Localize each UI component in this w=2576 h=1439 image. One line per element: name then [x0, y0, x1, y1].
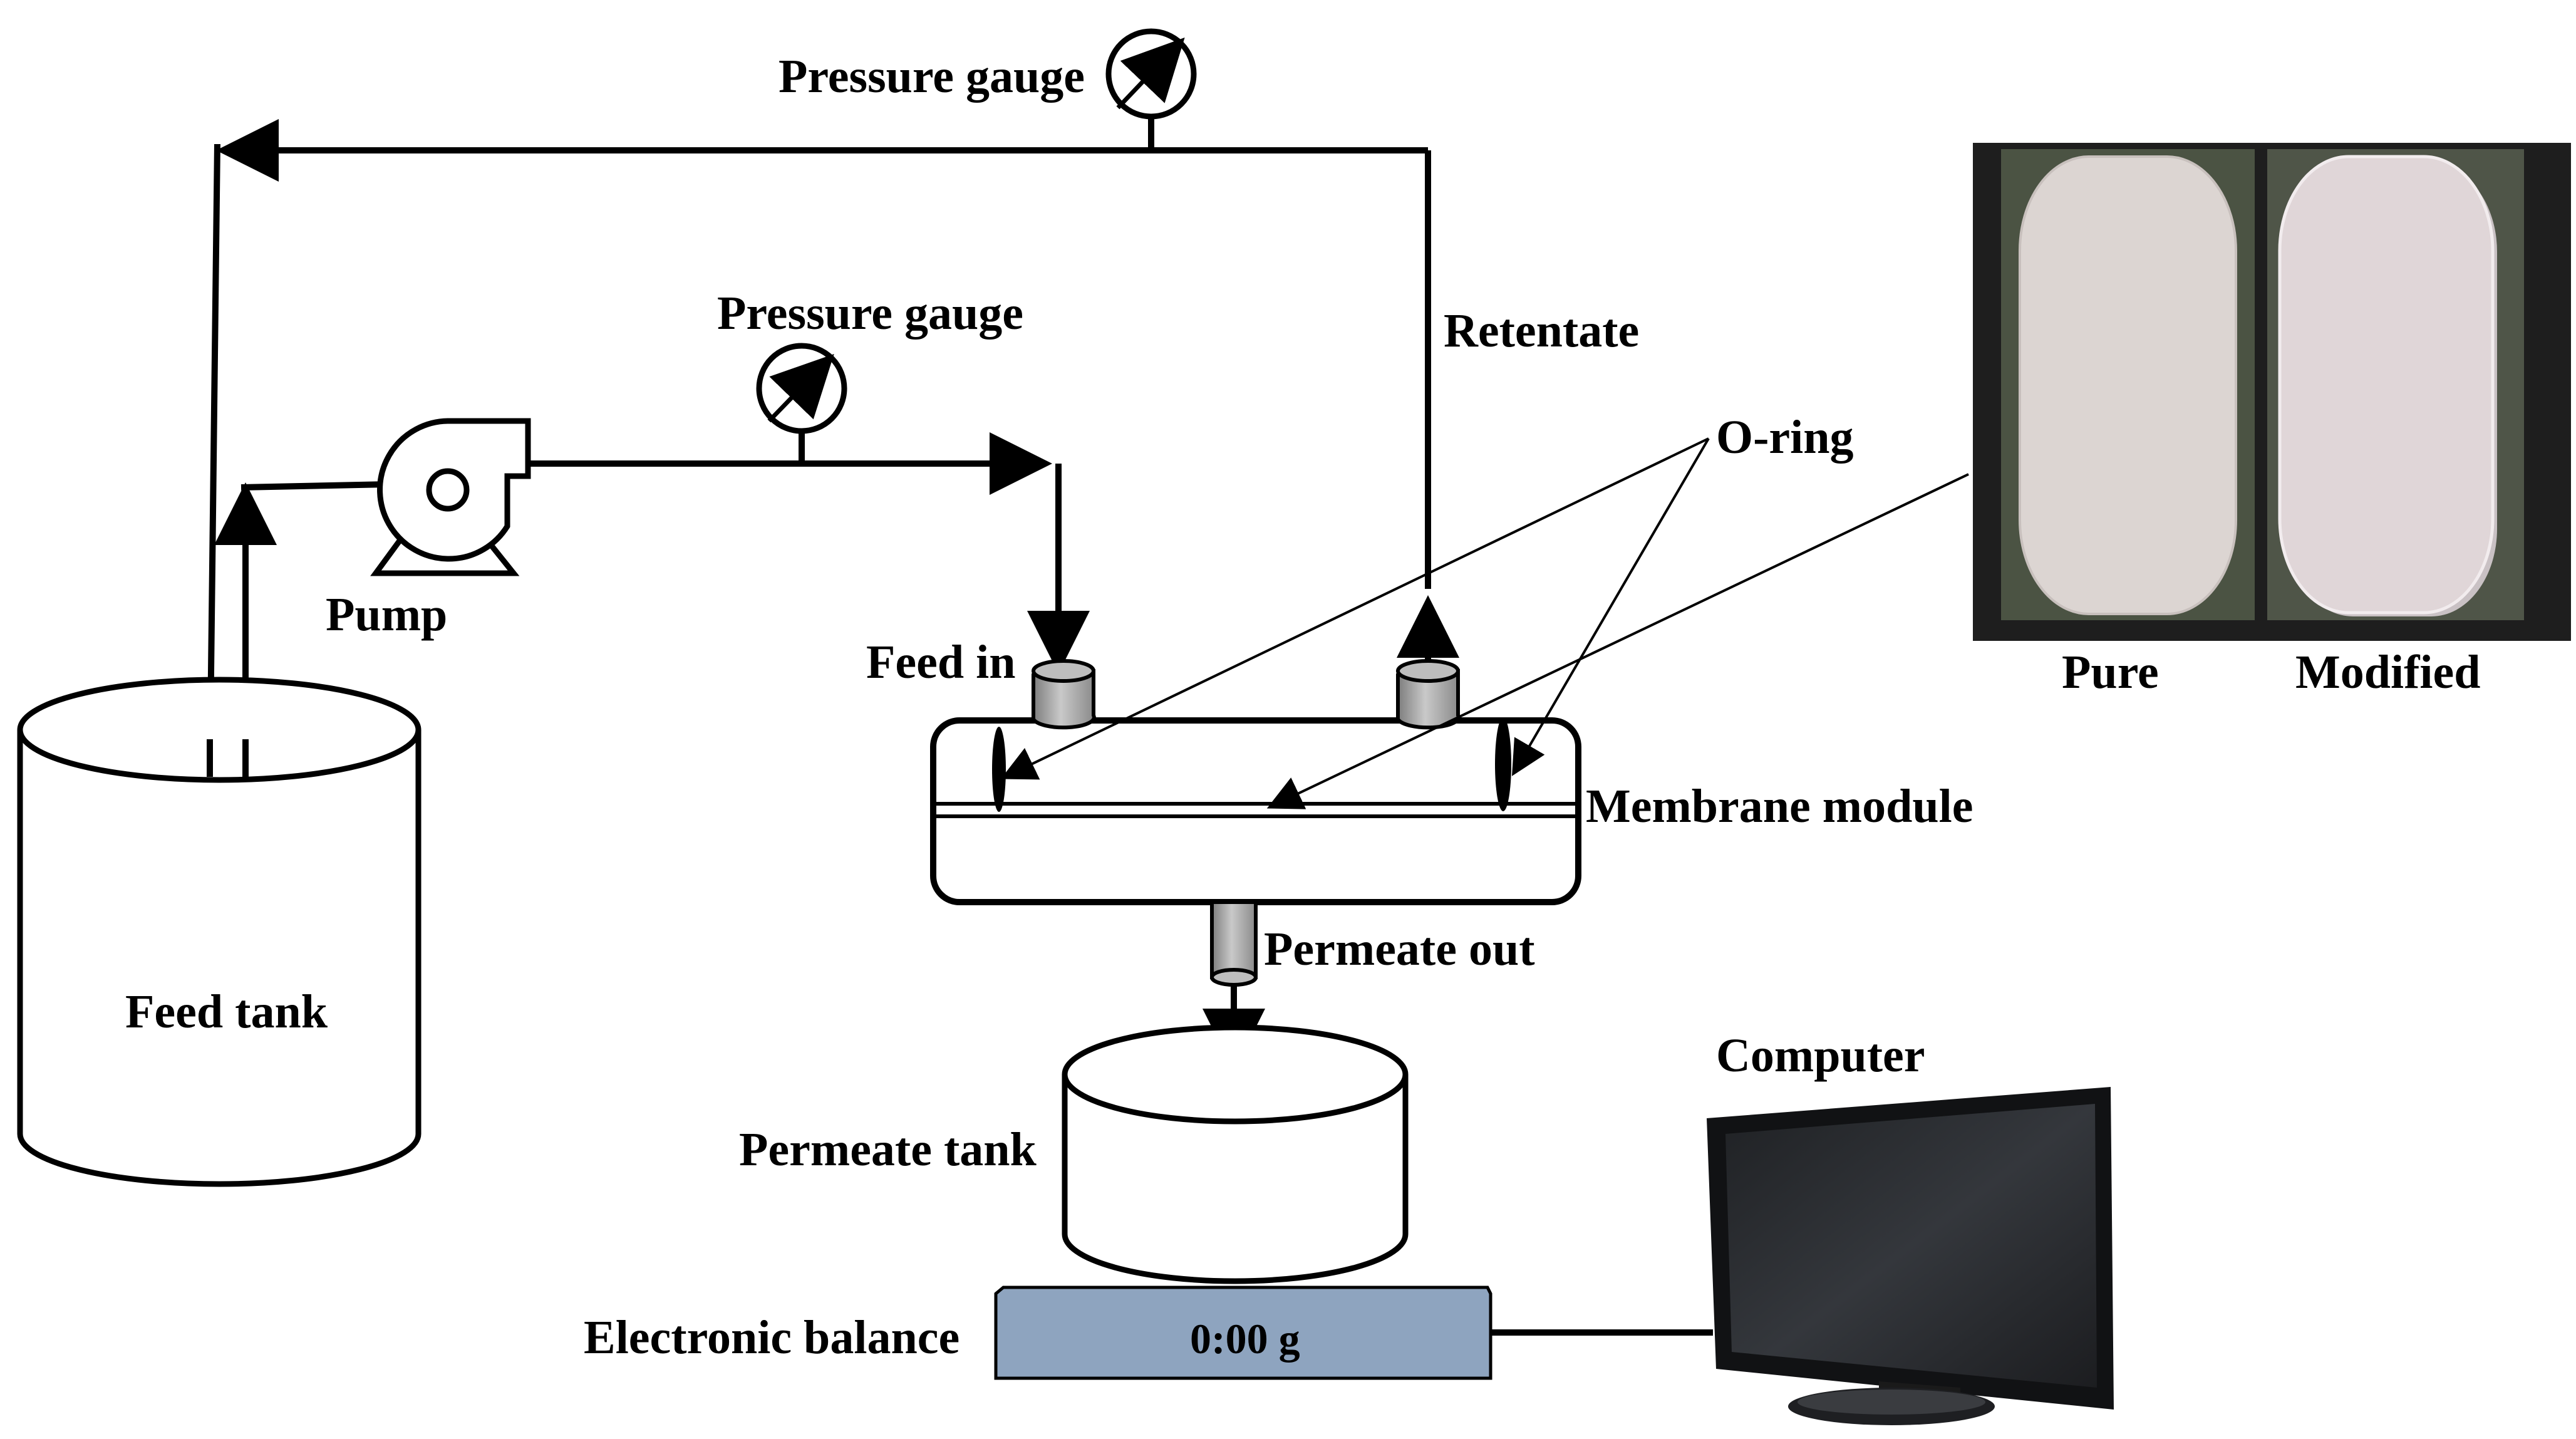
photo-pure-label: Pure — [2062, 646, 2159, 699]
permeate-tank — [1062, 1024, 1409, 1284]
membrane-pure-sample — [2019, 155, 2237, 615]
o-ring-left — [992, 727, 1006, 812]
balance-reading: 0:00 g — [1190, 1315, 1300, 1363]
electronic-balance — [994, 1286, 1492, 1380]
feed-inlet-fitting — [1032, 659, 1096, 730]
membrane-modified-sample — [2278, 155, 2495, 615]
membrane-module — [930, 717, 1581, 905]
membrane-photo-inset — [1973, 143, 2571, 641]
retentate-return-line — [178, 119, 1431, 789]
o-ring-right — [1495, 717, 1511, 811]
pressure-gauge-top — [1105, 28, 1197, 150]
computer-monitor-icon — [1707, 1087, 2114, 1425]
pump-label: Pump — [326, 588, 447, 641]
o-ring-label: O-ring — [1716, 411, 1854, 464]
computer-label: Computer — [1716, 1029, 1925, 1082]
feed-tank — [17, 677, 422, 1187]
membrane-module-label: Membrane module — [1586, 780, 1973, 833]
feed-delivery-line — [525, 432, 1090, 673]
pump-icon — [370, 418, 531, 576]
permeate-out-label: Permeate out — [1264, 923, 1535, 975]
feed-tank-label: Feed tank — [125, 985, 328, 1038]
pressure-gauge-mid — [756, 343, 847, 464]
pressure-gauge-mid-label: Pressure gauge — [717, 287, 1023, 340]
o-ring-pointer-lines — [1000, 437, 1969, 809]
permeate-tank-label: Permeate tank — [739, 1123, 1037, 1176]
retentate-label: Retentate — [1444, 304, 1639, 357]
permeate-outlet-fitting — [1210, 900, 1258, 987]
photo-modified-label: Modified — [2295, 646, 2481, 699]
pressure-gauge-top-label: Pressure gauge — [778, 50, 1085, 103]
feed-in-label: Feed in — [866, 636, 1016, 688]
electronic-balance-label: Electronic balance — [584, 1311, 960, 1364]
retentate-outlet-fitting — [1396, 659, 1461, 730]
